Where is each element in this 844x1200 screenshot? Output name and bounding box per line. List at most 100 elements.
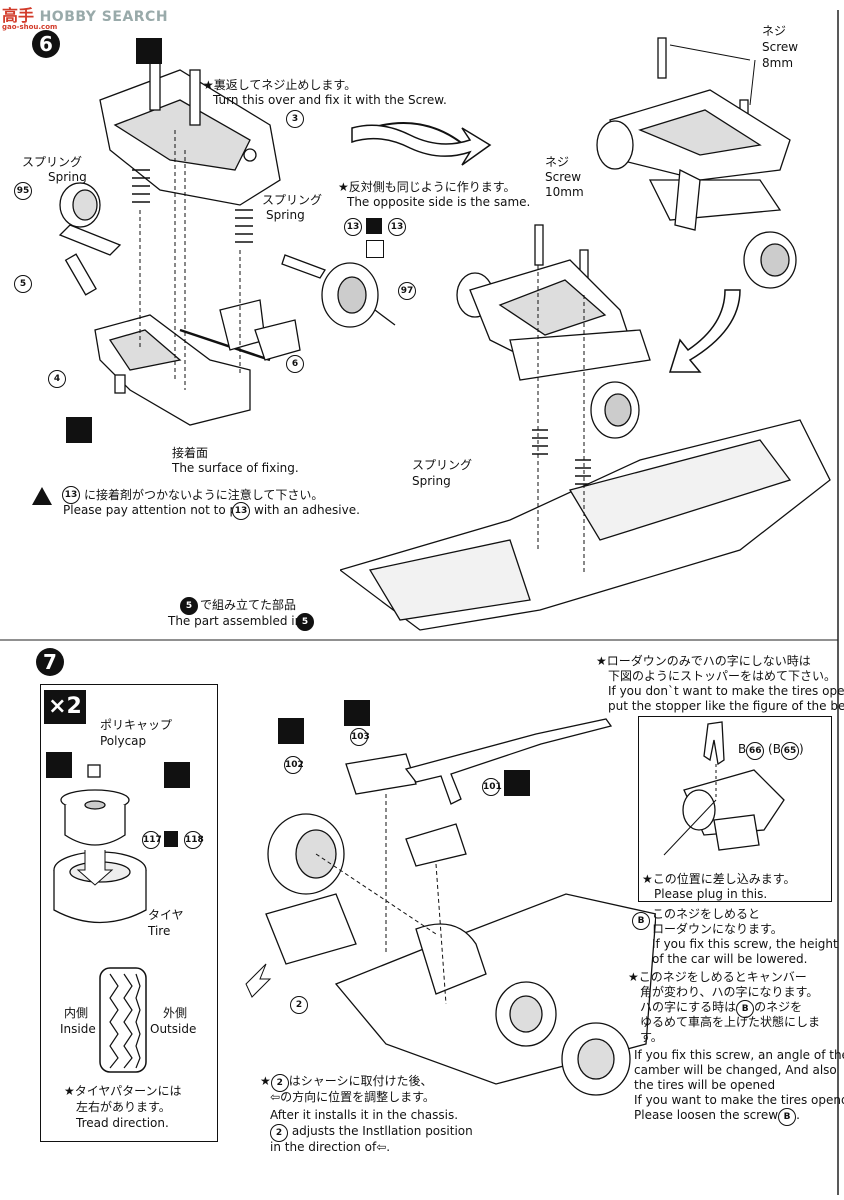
polycap-en: Polycap [100,734,147,748]
step-5-ref-2: 5 [296,613,314,631]
fixing-surface-jp: 接着面 [172,446,209,460]
camber-note-en1: If you fix this screw, an angle of the [634,1048,844,1062]
chassis-note-en3: in the direction of [270,1140,377,1154]
assembled-part-jp: で組み立てた部品 [200,598,297,612]
step-7-number: 7 [36,648,64,676]
lowdown-note-jp2: 下図のようにストッパーをはめて下さい。 [608,669,837,683]
watermark-logo: 高手 [2,6,35,25]
screw-8mm-jp: ネジ [762,24,787,38]
outside-jp: 外側 [163,1006,188,1020]
chassis-note-jp2: の方向に位置を調整します。 [280,1090,435,1104]
chassis-note-en1: After it installs it in the chassis. [270,1108,459,1122]
adhesive-warning-jp: に接着剤がつかないように注意して下さい。 [84,488,324,502]
screw-b-marker: B [736,1000,755,1018]
tread-note-en: Tread direction. [76,1116,169,1130]
screw-b-note-en1: If you fix this screw, the height [652,937,838,951]
rear-suspension-assembled-illustration [596,37,797,289]
polycap-jp: ポリキャップ [100,718,173,732]
screw-b-note-en2: of the car will be lowered. [652,952,808,966]
cement-icon [344,700,370,726]
part-97-label: 97 [398,282,416,300]
camber-note-jp3-b: のネジを [754,1000,803,1014]
camber-note-jp1: ★このネジをしめるとキャンバー [628,970,807,984]
cement-icon [504,770,530,796]
camber-note-jp5: す。 [640,1030,663,1044]
tread-note-jp1: ★タイヤパターンには [64,1084,182,1098]
part-13-label: 13 [344,218,362,236]
part-13-label-2: 13 [388,218,406,236]
turn-over-note-jp: ★裏返してネジ止めします。 [203,78,357,92]
part-101-label: 101 [482,778,502,796]
screw-8mm-en: Screw [762,40,799,54]
watermark-url: gao-shou.com [2,23,58,31]
tread-pattern-illustration [99,967,147,1073]
camber-note-jp4: ゆるめて車高を上げた状態にしま [640,1015,821,1029]
outside-en: Outside [150,1022,197,1036]
exhaust-chassis-illustration [245,718,656,1096]
screw-b-marker: B [632,912,650,930]
assembled-part-en: The part assembled in [168,614,303,628]
inside-en: Inside [60,1022,96,1036]
no-cement-icon [366,240,384,258]
inside-jp: 内側 [64,1006,89,1020]
part-95-label: 95 [14,182,32,200]
stopper-detail-illustration [663,721,785,856]
screw-b-note-jp2: ローダウンになります。 [652,922,783,936]
tire-assembly-box [40,684,218,1142]
plug-note-jp: ★この位置に差し込みます。 [642,872,796,886]
camber-note-en3: the tires will be opened [634,1078,776,1092]
turn-over-note-en: Turn this over and fix it with the Screw… [213,93,447,107]
chassis-note-en2: adjusts the Instllation position [291,1124,473,1138]
chassis-note-line4: 2 adjusts the Instllation position [270,1124,473,1142]
camber-note-en2: camber will be changed, And also [634,1063,837,1077]
screw-b-marker: B [778,1108,797,1126]
part-4-label: 4 [48,370,66,388]
part-13-warning-ref-2: 13 [232,502,250,520]
part-118-label: 118 [184,831,204,849]
step-5-ref: 5 [180,597,198,615]
fixing-surface-en: The surface of fixing. [172,461,299,475]
screw-b-note-jp1: このネジをしめると [652,907,761,921]
camber-note-jp3-a: ハの字にする時は [640,1000,737,1014]
rear-suspension-chassis-illustration [340,224,831,631]
lowdown-note-en1: If you don`t want to make the tires open… [608,684,844,698]
bowtie-icon [164,831,178,847]
spring-label-jp: スプリング [22,155,83,169]
lowdown-note-jp1: ★ローダウンのみでハの字にしない時は [596,654,811,668]
plug-note-en: Please plug in this. [654,887,768,901]
cement-icon [278,718,304,744]
warning-icon [32,487,52,505]
left-arrow-icon: ⇦ [376,1140,387,1154]
tire-jp: タイヤ [148,908,184,922]
spring-label-en: Spring [48,170,87,184]
watermark: 高手 HOBBY SEARCH gao-shou.com [2,2,168,31]
cement-icon [66,417,92,443]
chassis-note-line5: in the direction of⇦. [270,1140,391,1154]
cement-icon [46,752,72,778]
screw-10mm-size: 10mm [545,185,584,199]
lowdown-note-en2: put the stopper like the figure of the b… [608,699,844,713]
adhesive-warning-en-post: with an adhesive. [254,503,360,517]
tire-en: Tire [148,924,171,938]
front-suspension-exploded-illustration [58,59,301,426]
part-103-label: 103 [350,728,370,746]
part-117-label: 117 [142,831,162,849]
wheel-hub-97-illustration [281,254,396,328]
part-6-label: 6 [286,355,304,373]
part-102-label: 102 [284,756,304,774]
opposite-side-note-en: The opposite side is the same. [347,195,531,209]
screw-10mm-en: Screw [545,170,582,184]
spring-label-jp-rear: スプリング [412,458,473,472]
screw-10mm-jp: ネジ [545,155,570,169]
cement-icon [164,762,190,788]
part-13-warning-ref: 13 [62,486,80,504]
part-65-label: 65 [780,742,799,760]
camber-note-en4: If you want to make the tires opend, [634,1093,844,1107]
part-2-label: 2 [290,996,308,1014]
cement-icon [136,38,162,64]
spring-label-en-rear: Spring [412,474,451,488]
